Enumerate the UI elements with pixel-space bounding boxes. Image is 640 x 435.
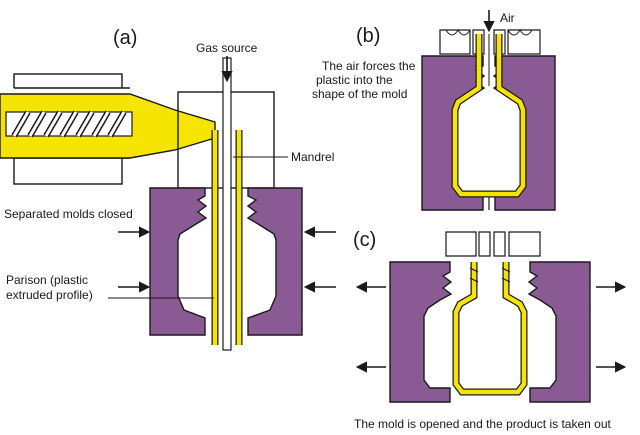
mold-opened-label: The mold is opened and the product is ta… bbox=[354, 417, 612, 431]
mold-left-a bbox=[149, 187, 208, 336]
panel-b-label: (b) bbox=[356, 25, 380, 47]
air-forces-line1: The air forces the bbox=[322, 59, 416, 73]
mold-left-c bbox=[389, 261, 453, 403]
bottle-b bbox=[451, 34, 527, 198]
mandrel-label: Mandrel bbox=[291, 150, 334, 164]
air-label: Air bbox=[500, 11, 515, 25]
parison-label-line2: extruded profile) bbox=[6, 288, 93, 302]
mandrel bbox=[222, 57, 232, 351]
mold-right-a bbox=[246, 187, 303, 336]
die-top-b bbox=[439, 29, 541, 55]
parison-label-line1: Parison (plastic bbox=[6, 273, 88, 287]
panel-c-label: (c) bbox=[353, 229, 376, 251]
panel-c: (c) The mold is opened and the product i… bbox=[353, 229, 627, 431]
gas-source-label: Gas source bbox=[196, 41, 258, 55]
panel-a: (a) bbox=[0, 27, 336, 351]
panel-a-label: (a) bbox=[113, 27, 137, 49]
separated-molds-label: Separated molds closed bbox=[4, 207, 133, 221]
extruder-screw bbox=[5, 110, 133, 138]
bottle-c bbox=[452, 262, 528, 396]
die-top-c bbox=[445, 231, 541, 257]
parison bbox=[211, 130, 243, 345]
air-forces-line2: plastic into the bbox=[316, 73, 393, 87]
panel-b: (b) The air forces the plastic into the … bbox=[312, 10, 556, 211]
air-forces-line3: shape of the mold bbox=[312, 87, 407, 101]
mold-right-c bbox=[527, 261, 591, 403]
